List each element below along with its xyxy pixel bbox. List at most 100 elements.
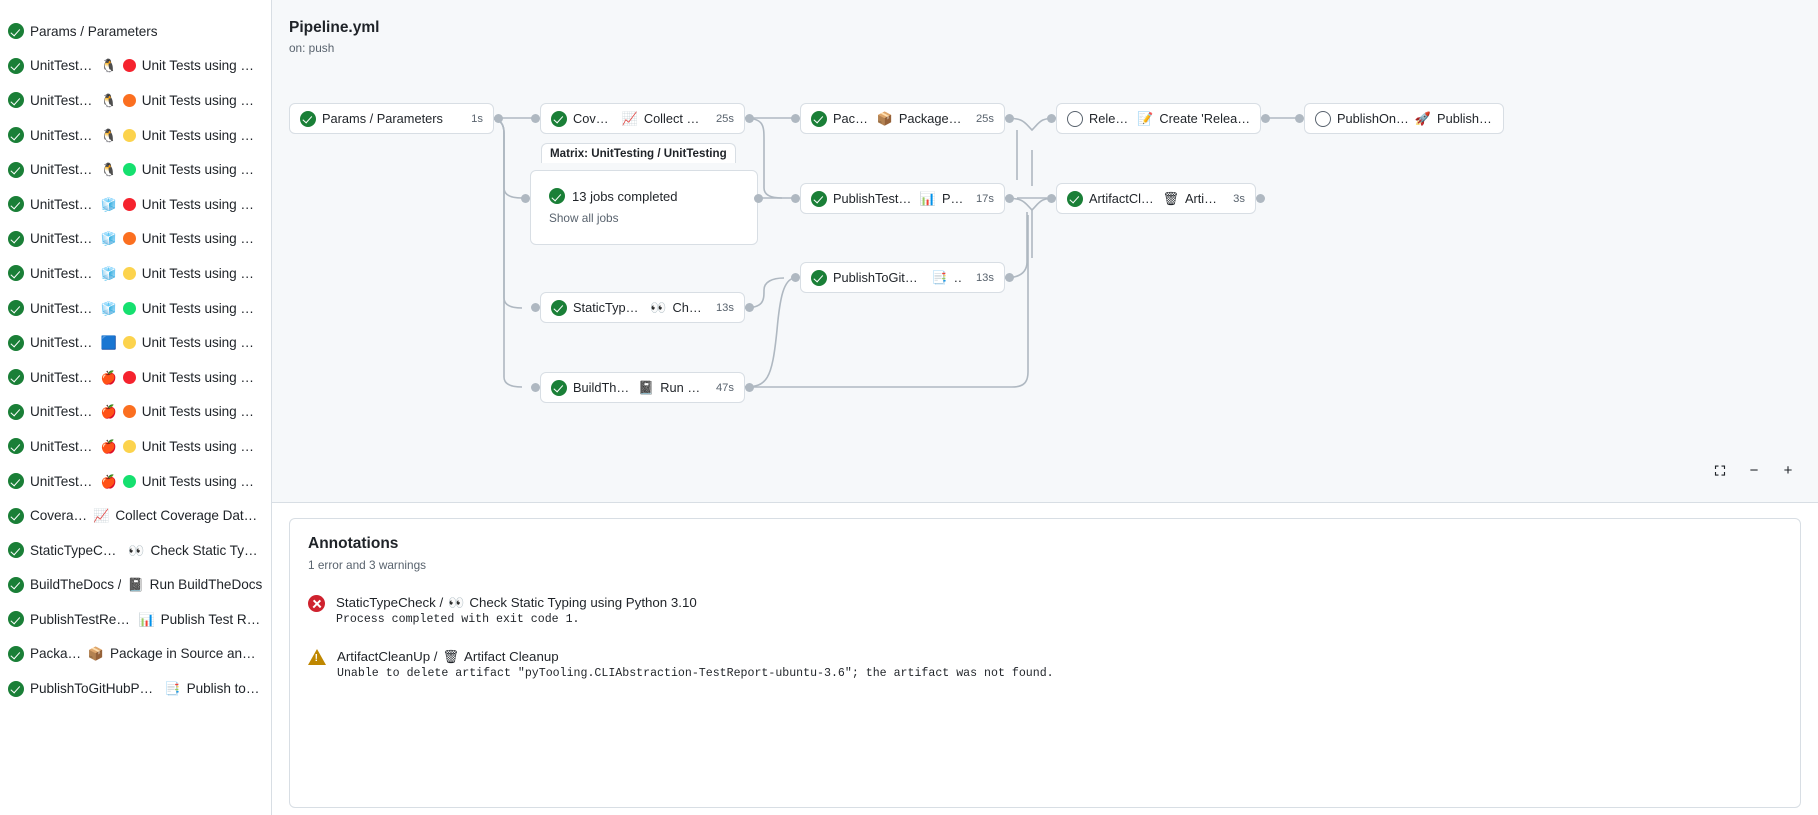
sidebar-item-label: PublishToGitHubPages /	[30, 681, 159, 697]
sidebar-item-job[interactable]: UnitTesting / 🐧Unit Tests using Pyth…	[0, 49, 271, 84]
sidebar-item-label: BuildTheDocs /	[30, 577, 122, 593]
matrix-group-unittesting: Matrix: UnitTesting / UnitTesting 13 job…	[530, 143, 758, 245]
node-port-right	[745, 382, 754, 392]
job-emoji-icon: 📊	[919, 191, 936, 206]
graph-node-label: Package /	[833, 111, 871, 126]
sidebar-item-label: Package /	[30, 646, 82, 662]
sidebar-item-job[interactable]: PublishToGitHubPages / 📑Publish to G…	[0, 671, 271, 706]
os-emoji-icon: 🐧	[100, 58, 117, 74]
graph-node-label-secondary: Create 'Release P…	[1159, 111, 1250, 126]
python-version-dot-icon	[122, 370, 136, 384]
zoom-out-button[interactable]: −	[1742, 458, 1766, 482]
node-port-left	[1047, 113, 1056, 123]
success-check-icon	[8, 438, 24, 455]
sidebar-item-label-secondary: Unit Tests using Pyth…	[141, 265, 263, 281]
node-port-right	[1005, 272, 1014, 282]
graph-node-label: Params / Parameters	[322, 111, 443, 126]
workflow-graph-card: Pipeline.yml on: push	[272, 0, 1818, 503]
graph-node-coverage[interactable]: Coverage / 📈Collect Cove…25s	[540, 103, 745, 134]
annotations-panel: Annotations 1 error and 3 warnings Stati…	[289, 518, 1801, 808]
sidebar-item-job[interactable]: UnitTesting / 🍎Unit Tests using Pyth…	[0, 429, 271, 464]
success-check-icon	[811, 269, 827, 286]
success-check-icon	[8, 645, 24, 662]
os-emoji-icon: 📊	[138, 611, 155, 627]
graph-node-release[interactable]: Release / 📝Create 'Release P…	[1056, 103, 1261, 134]
sidebar-item-job[interactable]: UnitTesting / 🟦Unit Tests using Pyth…	[0, 325, 271, 360]
sidebar-item-job[interactable]: UnitTesting / 🐧Unit Tests using Pyth…	[0, 152, 271, 187]
sidebar-item-job[interactable]: StaticTypeCheck / 👀Check Static Typing…	[0, 533, 271, 568]
os-emoji-icon: 🟦	[100, 335, 117, 351]
sidebar-item-job[interactable]: UnitTesting / 🧊Unit Tests using Pyth…	[0, 187, 271, 222]
sidebar-item-label: UnitTesting /	[30, 438, 95, 454]
annotation-job-name: ArtifactCleanUp / 🗑Artifact Cleanup	[337, 649, 1054, 664]
sidebar-item-label-secondary: Unit Tests using Pyth…	[141, 162, 263, 178]
graph-node-ptghp[interactable]: PublishToGitHubPages / 📑…13s	[800, 262, 1005, 293]
success-check-icon	[8, 473, 24, 490]
sidebar-item-job[interactable]: Package / 📦Package in Source and Wh…	[0, 637, 271, 672]
sidebar-item-label-secondary: Unit Tests using Pyth…	[141, 92, 263, 108]
sidebar-item-job[interactable]: PublishTestResults / 📊Publish Test Resu…	[0, 602, 271, 637]
success-check-icon	[8, 542, 24, 559]
sidebar-item-label-secondary: Unit Tests using Pyth…	[141, 231, 263, 247]
os-emoji-icon: 🍎	[100, 473, 117, 489]
success-check-icon	[8, 57, 24, 74]
success-check-icon	[300, 110, 316, 127]
success-check-icon	[8, 334, 24, 351]
graph-node-label: Coverage /	[573, 111, 616, 126]
success-check-icon	[8, 300, 24, 317]
graph-node-pypi[interactable]: PublishOnPyPI / 🚀Publish to …	[1304, 103, 1504, 134]
annotation-job-prefix: StaticTypeCheck /	[336, 595, 444, 610]
python-version-dot-icon	[122, 439, 136, 453]
graph-node-label-secondary: Publish to …	[1437, 111, 1493, 126]
sidebar-item-label: UnitTesting /	[30, 58, 95, 74]
success-check-icon	[8, 507, 24, 524]
graph-node-ptr[interactable]: PublishTestResults / 📊Pu…17s	[800, 183, 1005, 214]
graph-node-stc[interactable]: StaticTypeCheck / 👀Chec…13s	[540, 292, 745, 323]
sidebar-item-job[interactable]: BuildTheDocs / 📓Run BuildTheDocs	[0, 568, 271, 603]
graph-node-duration: 13s	[715, 301, 734, 314]
success-check-icon	[551, 299, 567, 316]
node-port-right	[1005, 193, 1014, 203]
sidebar-item-job[interactable]: UnitTesting / 🍎Unit Tests using Pyth…	[0, 360, 271, 395]
sidebar-item-job[interactable]: UnitTesting / 🧊Unit Tests using Pyth…	[0, 256, 271, 291]
annotation-item: StaticTypeCheck / 👀Check Static Typing u…	[308, 595, 1782, 626]
sidebar-item-label: UnitTesting /	[30, 335, 95, 351]
success-check-icon	[551, 379, 567, 396]
graph-node-btd[interactable]: BuildTheDocs / 📓Run Buil…47s	[540, 372, 745, 403]
graph-node-duration: 13s	[975, 271, 994, 284]
graph-edges	[483, 117, 1300, 388]
job-emoji-icon: 👀	[650, 300, 667, 315]
sidebar-item-job[interactable]: UnitTesting / 🐧Unit Tests using Pyth…	[0, 118, 271, 153]
graph-node-package[interactable]: Package / 📦Package in So…25s	[800, 103, 1005, 134]
job-emoji-icon: 📦	[876, 111, 893, 126]
zoom-controls[interactable]: − +	[1708, 458, 1800, 482]
success-check-icon	[8, 369, 24, 386]
annotation-job-step: Check Static Typing using Python 3.10	[469, 595, 697, 610]
sidebar-item-label: UnitTesting /	[30, 127, 95, 143]
sidebar-item-job[interactable]: UnitTesting / 🧊Unit Tests using Pyth…	[0, 222, 271, 257]
sidebar-item-label: UnitTesting /	[30, 92, 95, 108]
sidebar-item-job[interactable]: Coverage / 📈Collect Coverage Data usi…	[0, 498, 271, 533]
sidebar-item-job[interactable]: UnitTesting / 🐧Unit Tests using Pyth…	[0, 83, 271, 118]
sidebar-item-job[interactable]: UnitTesting / 🍎Unit Tests using Pyth…	[0, 464, 271, 499]
show-all-jobs-link[interactable]: Show all jobs	[549, 211, 619, 225]
graph-node-acu[interactable]: ArtifactCleanUp / 🗑Artifac…3s	[1056, 183, 1256, 214]
os-emoji-icon: 📑	[164, 681, 181, 697]
graph-node-label-secondary: Run Buil…	[660, 380, 702, 395]
graph-node-label-secondary: Collect Cove…	[643, 111, 702, 126]
python-version-dot-icon	[122, 59, 136, 73]
error-icon	[308, 595, 325, 612]
node-port-right	[1005, 113, 1014, 123]
sidebar-item-job[interactable]: UnitTesting / 🧊Unit Tests using Pyth…	[0, 291, 271, 326]
sidebar-item-label: UnitTesting /	[30, 300, 95, 316]
graph-node-label: Release /	[1089, 111, 1131, 126]
sidebar-item-job[interactable]: Params / Parameters	[0, 14, 271, 49]
fullscreen-icon[interactable]	[1708, 458, 1732, 482]
matrix-summary-row[interactable]: 13 jobs completed	[531, 171, 757, 204]
zoom-in-button[interactable]: +	[1776, 458, 1800, 482]
success-check-icon	[811, 110, 827, 127]
matrix-summary-label: 13 jobs completed	[572, 188, 678, 204]
sidebar-item-job[interactable]: UnitTesting / 🍎Unit Tests using Pyth…	[0, 395, 271, 430]
